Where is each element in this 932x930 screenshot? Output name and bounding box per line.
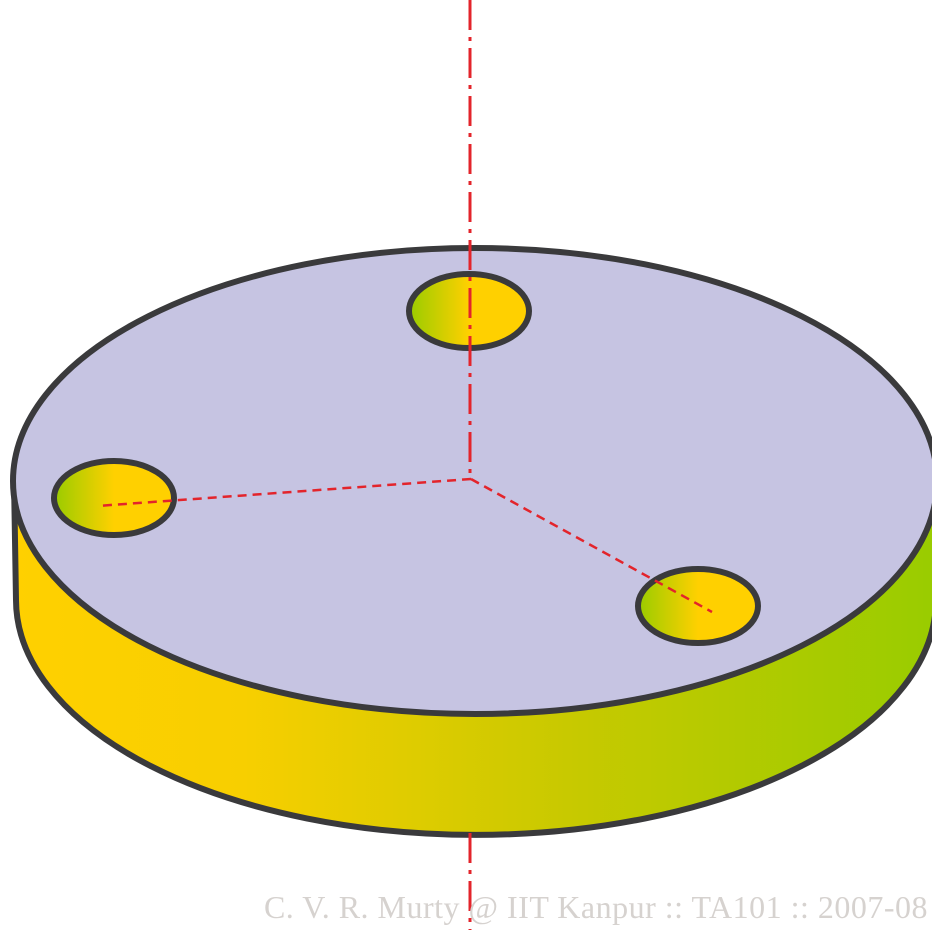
hole-right xyxy=(635,566,761,646)
footer-credit: C. V. R. Murty @ IIT Kanpur :: TA101 :: … xyxy=(263,889,928,925)
hole-left xyxy=(51,458,177,538)
radial-line-right xyxy=(470,477,713,614)
radial-line-left xyxy=(96,477,472,508)
